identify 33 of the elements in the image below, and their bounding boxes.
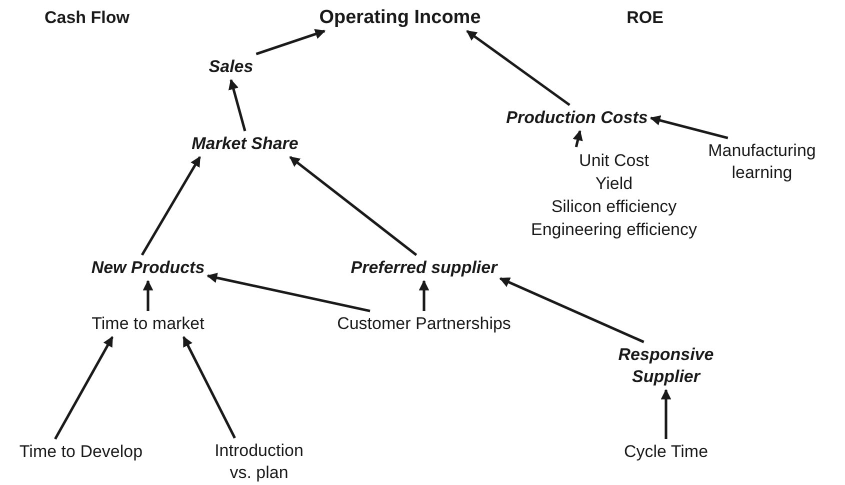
driver-label: Preferred supplier <box>350 257 498 279</box>
driver-label: Market Share <box>192 133 298 155</box>
arrow <box>418 280 430 311</box>
factor-label: Time to Develop <box>19 441 143 463</box>
driver-label: Responsive Supplier <box>617 344 715 388</box>
arrow <box>54 336 114 440</box>
factor-label: Cycle Time <box>624 441 708 463</box>
factor-label: Unit Cost <box>578 150 650 172</box>
heading-text: Operating Income <box>319 7 481 29</box>
factor-label: Yield <box>594 173 634 195</box>
driver-label: New Products <box>91 257 205 279</box>
factor-label: Time to market <box>92 313 204 335</box>
arrow <box>206 272 370 312</box>
section-label: ROE <box>626 8 664 28</box>
arrow <box>660 388 672 439</box>
factor-label: Engineering efficiency <box>531 219 697 241</box>
arrow <box>499 277 644 344</box>
arrow <box>228 79 246 132</box>
arrow <box>142 280 154 311</box>
arrow <box>650 115 728 140</box>
arrow <box>572 130 583 148</box>
driver-label: Production Costs <box>506 107 648 129</box>
factor-label: Manufacturing learning <box>708 140 816 184</box>
arrow <box>140 156 201 256</box>
driver-label: Sales <box>208 56 254 78</box>
arrow <box>182 336 236 439</box>
section-label: Cash Flow <box>44 8 130 28</box>
arrow <box>256 29 326 56</box>
factor-label: Silicon efficiency <box>550 196 678 218</box>
factor-label: Customer Partnerships <box>337 313 511 335</box>
arrow <box>289 156 418 256</box>
arrow <box>466 30 570 106</box>
factor-label: Introduction vs. plan <box>214 440 304 484</box>
